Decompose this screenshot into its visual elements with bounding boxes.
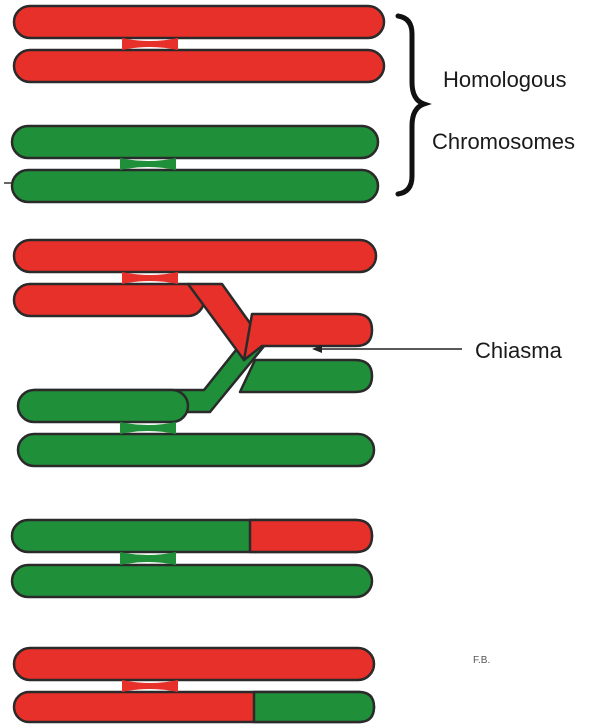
green-chromosome-top: [12, 126, 378, 202]
green-centromere-recombinant: [120, 552, 176, 565]
curly-brace-icon: [398, 16, 424, 194]
red-chromosome-crossing: [14, 240, 376, 360]
green-centromere: [120, 158, 176, 170]
green-segment-on-red: [254, 692, 374, 722]
red-chromatid-straight: [14, 240, 376, 272]
red-chromatid-left: [14, 284, 204, 316]
red-chromatid-upper: [14, 6, 384, 38]
red-centromere-recombinant: [122, 680, 178, 692]
green-centromere-crossing: [120, 422, 176, 434]
chromosomes-label: Chromosomes: [432, 128, 575, 156]
green-chromatid-lower: [12, 170, 378, 202]
green-chromatid-straight: [18, 434, 374, 466]
red-chromosome-top: [14, 6, 384, 82]
homologous-label: Homologous: [443, 66, 567, 94]
red-chromatid-right-segment: [244, 314, 372, 360]
green-recombinant-chromosome: [12, 520, 372, 597]
red-chromatid-lower: [14, 50, 384, 82]
red-segment-on-green: [250, 520, 372, 552]
author-credit: F.B.: [473, 655, 490, 666]
red-recombinant-chromosome: [14, 648, 374, 722]
green-chromatid-upper: [12, 126, 378, 158]
red-centromere-crossing: [122, 272, 178, 284]
red-chromatid-upper-recombinant: [14, 648, 374, 680]
green-chromatid-right-segment: [240, 360, 372, 392]
green-chromatid-lower-recombinant: [12, 565, 372, 597]
chiasma-label: Chiasma: [475, 337, 562, 365]
green-chromatid-left: [18, 390, 188, 422]
red-centromere: [122, 38, 178, 50]
